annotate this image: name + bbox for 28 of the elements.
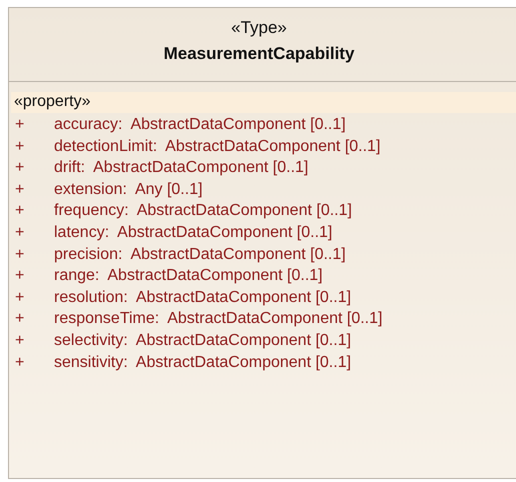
visibility-marker: + [15,159,24,178]
attribute: sensitivity: AbstractDataComponent [0..1] [54,354,352,372]
class-name: MeasurementCapability [162,44,356,64]
visibility-marker: + [15,180,24,199]
attribute: detectionLimit: AbstractDataComponent [0..1] [54,138,380,156]
attribute: precision: AbstractDataComponent [0..1] [54,246,346,264]
visibility-marker: + [15,246,24,264]
class-box [8,7,516,479]
attribute: latency: AbstractDataComponent [0..1] [54,224,332,242]
visibility-marker: + [15,116,24,134]
visibility-marker: + [15,288,24,307]
attribute: selectivity: AbstractDataComponent [0..1] [54,332,352,350]
attribute: responseTime: AbstractDataComponent [0..1] [54,310,382,328]
compartment-header: «property» [11,92,516,113]
attribute: extension: Any [0..1] [54,180,203,199]
visibility-marker: + [15,267,24,286]
visibility-marker: + [15,310,24,328]
visibility-marker: + [15,224,24,242]
attribute: drift: AbstractDataComponent [0..1] [54,159,308,178]
stereotype-label: «Type» [230,18,288,38]
visibility-marker: + [15,332,24,350]
attribute: resolution: AbstractDataComponent [0..1] [54,288,352,307]
attribute: frequency: AbstractDataComponent [0..1] [54,202,352,220]
attribute: accuracy: AbstractDataComponent [0..1] [54,116,346,134]
attribute: range: AbstractDataComponent [0..1] [54,267,323,286]
visibility-marker: + [15,138,24,156]
visibility-marker: + [15,354,24,372]
visibility-marker: + [15,202,24,220]
